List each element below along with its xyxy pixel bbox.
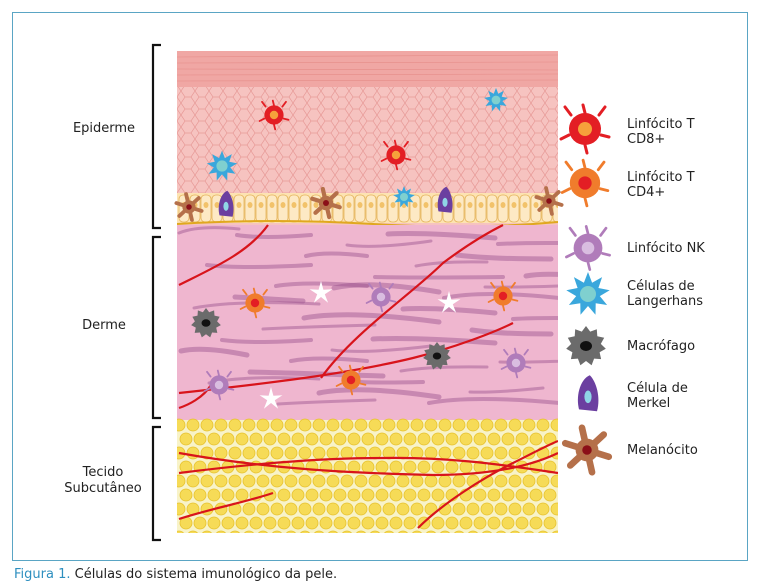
subcutaneous-bracket	[151, 425, 161, 542]
legend-label-nk: Linfócito NK	[627, 241, 705, 256]
legend-icons	[559, 103, 613, 476]
basal-merkel-cell-2	[437, 186, 453, 213]
cd8-t-lymphocyte-icon	[559, 103, 611, 155]
layer-brackets	[151, 43, 161, 542]
dermis-white-cell-2	[437, 291, 461, 313]
dermis-macrophage-2	[423, 342, 451, 370]
dermis-nk-cell-3	[203, 369, 235, 401]
dermis-cd4-cell-3	[335, 364, 367, 396]
epidermis-cd8-cell-2	[380, 139, 412, 171]
macrophage-icon	[566, 326, 606, 366]
immune-cells	[174, 87, 564, 409]
nk-lymphocyte-icon	[565, 225, 611, 271]
dermis-white-cell-3	[259, 387, 283, 409]
epidermis-langerhans-cell-2	[206, 150, 238, 181]
epidermis-cd8-cell-1	[258, 99, 290, 131]
dermis-cd4-cell-2	[487, 280, 519, 312]
caption-text: Células do sistema imunológico da pele.	[70, 567, 338, 582]
legend-label-langerhans: Células de Langerhans	[627, 279, 704, 309]
dermis-nk-cell-1	[365, 281, 397, 313]
caption-figure-number: Figura 1.	[14, 567, 71, 582]
langerhans-cell-icon	[566, 272, 610, 315]
legend-label-macrophage: Macrófago	[627, 339, 696, 354]
basal-melanocyte-2	[310, 186, 342, 220]
basal-melanocyte-3	[534, 186, 564, 216]
dermis-nk-cell-2	[500, 347, 532, 379]
cd4-t-lymphocyte-icon	[560, 158, 610, 208]
epidermis-langerhans-cell-1	[484, 87, 508, 112]
legend-label-merkel: Célula de Merkel	[627, 381, 688, 411]
epidermis-label: Epiderme	[72, 121, 136, 136]
adipocytes	[177, 418, 558, 533]
legend-label-cd8: Linfócito T CD8+	[627, 117, 695, 147]
dermis-layer	[177, 225, 558, 420]
dermis-label: Derme	[82, 318, 126, 333]
merkel-cell-icon	[577, 375, 599, 412]
dermis-bracket	[151, 235, 161, 420]
blood-vessels	[178, 224, 558, 529]
subcutaneous-label: Tecido Subcutâneo	[64, 465, 142, 496]
dermis-cd4-cell-1	[239, 287, 271, 319]
basal-melanocyte-1	[174, 192, 204, 222]
basal-cells	[178, 194, 558, 223]
melanocyte-icon	[561, 424, 613, 476]
dermis-white-cell-1	[309, 281, 333, 303]
corneum-lines	[177, 54, 558, 82]
dermis-macrophage-1	[191, 308, 221, 338]
epidermis-langerhans-cell-3	[393, 186, 415, 208]
legend-label-cd4: Linfócito T CD4+	[627, 170, 695, 200]
epidermis-bracket	[151, 43, 161, 230]
figure-frame: Epiderme Derme Tecido Subcutâneo Linfóci…	[12, 12, 748, 561]
skin-diagram	[151, 43, 613, 542]
basal-merkel-cell-1	[218, 190, 234, 217]
legend-label-melanocyte: Melanócito	[627, 443, 698, 458]
figure-caption: Figura 1. Células do sistema imunológico…	[14, 567, 337, 582]
